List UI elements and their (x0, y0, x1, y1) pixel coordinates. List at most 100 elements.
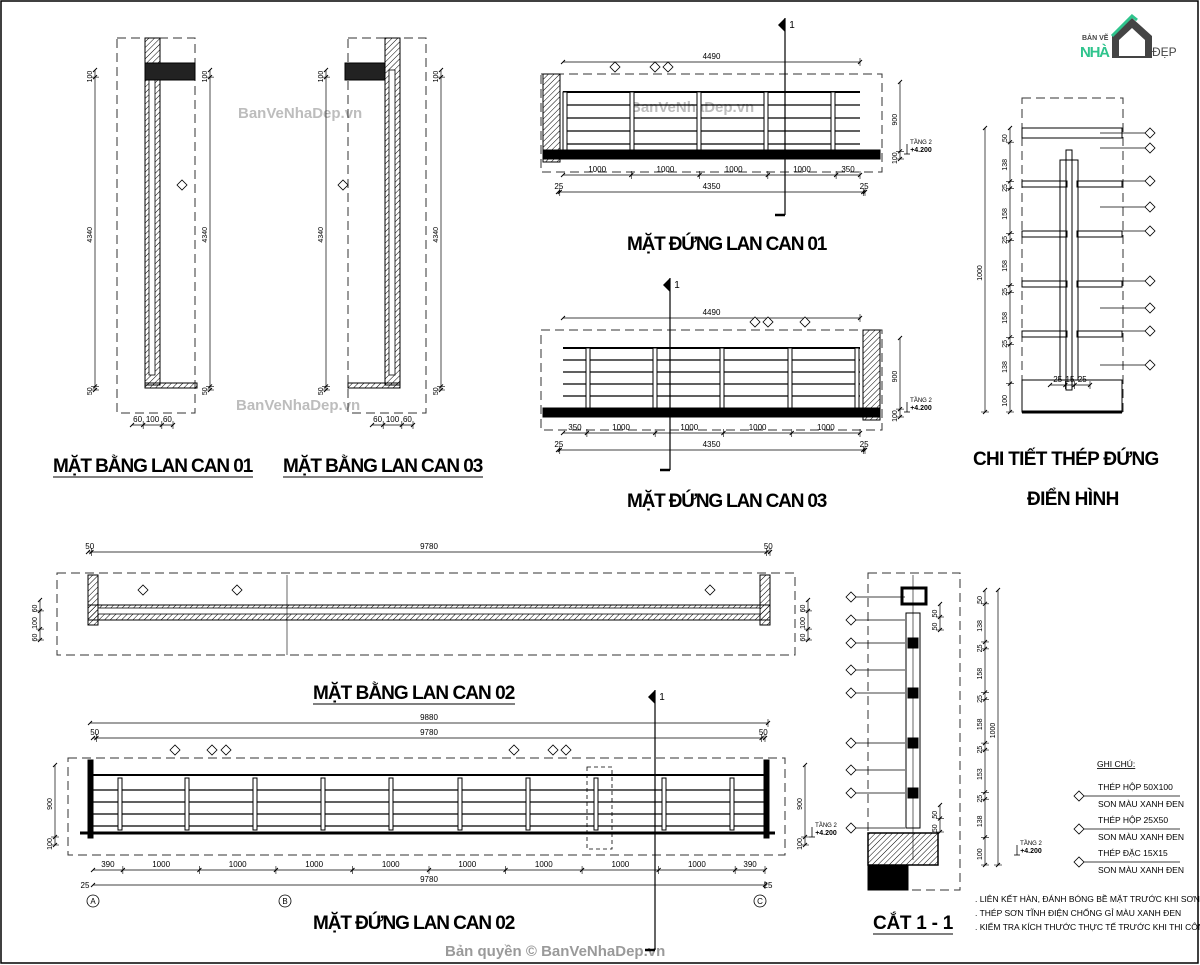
dimension-label: 390 (743, 860, 757, 869)
dimension-label: 900 (797, 798, 804, 810)
vertical-post (719, 347, 725, 409)
dimension-tick (90, 882, 96, 888)
material-tag-icon (220, 744, 232, 756)
dimension-tick (802, 762, 808, 768)
dimension-label: 4340 (87, 227, 94, 243)
horizontal-bar-section (907, 787, 919, 799)
material-tag-icon (169, 744, 181, 756)
dimension-label: 100 (433, 71, 440, 83)
material-tag-icon (845, 737, 857, 749)
note-line: . LIÊN KẾT HÀN, ĐÁNH BÓNG BỀ MẶT TRƯỚC K… (975, 894, 1200, 904)
dimension-tick (789, 430, 795, 436)
dimension-label: 1000 (458, 860, 476, 869)
horizontal-bar (1021, 330, 1068, 338)
dimension-label: 100 (386, 415, 400, 424)
dimension-label: 100 (797, 838, 804, 850)
dimension-label: 1000 (817, 423, 835, 432)
level-value: +4.200 (815, 830, 837, 837)
level-name: TẦNG 2 (815, 822, 837, 829)
horizontal-bar-section (907, 737, 919, 749)
dimension-label: 1000 (305, 860, 323, 869)
dimension-tick (628, 172, 634, 178)
horizontal-bar (1021, 280, 1068, 288)
vertical-post (830, 91, 836, 151)
vertical-post (696, 91, 702, 151)
dimension-tick (982, 601, 988, 607)
dimension-tick (560, 430, 566, 436)
vertical-post (562, 91, 568, 151)
dimension-label: 50 (85, 542, 94, 551)
material-tag-icon (231, 584, 243, 596)
material-tag-icon (609, 61, 621, 73)
legend-finish: SON MÀU XANH ĐEN (1098, 865, 1184, 875)
dimension-tick (94, 735, 99, 741)
dimension-label: 100 (47, 838, 54, 850)
dashed-boundary (540, 329, 883, 431)
dimension-label: 4340 (433, 227, 440, 243)
section-arrow-icon (663, 278, 670, 292)
dimension-tick (759, 735, 764, 741)
dimension-label: 900 (47, 798, 54, 810)
level-value: +4.200 (910, 147, 932, 154)
dashed-boundary (116, 37, 196, 414)
dimension-tick (802, 834, 808, 840)
dimension-tick (323, 387, 329, 393)
end-post (763, 759, 770, 839)
dimension-tick (85, 549, 91, 555)
dimension-tick (697, 172, 702, 178)
material-tag-icon (176, 179, 188, 191)
material-tag-icon (337, 179, 349, 191)
dimension-label: 50 (764, 542, 773, 551)
dimension-tick (1007, 231, 1013, 236)
dimension-tick (89, 549, 94, 555)
dimension-label: 100 (1002, 395, 1009, 407)
horizontal-bar (1076, 230, 1123, 238)
dimension-tick (982, 125, 988, 131)
dimension-label: 50 (433, 387, 440, 395)
vertical-post (629, 91, 635, 151)
dimension-tick (897, 79, 903, 85)
title-plan-01: MẶT BẰNG LAN CAN 01 (53, 455, 254, 477)
dimension-tick (584, 430, 590, 436)
dimension-label: 1000 (749, 423, 767, 432)
legend-material: THÉP ĐẶC 15X15 (1098, 848, 1168, 858)
vertical-post (652, 347, 658, 409)
dimension-tick (426, 867, 432, 873)
vertical-post (320, 777, 326, 831)
dimension-tick (92, 384, 98, 389)
floor-slab (542, 149, 881, 160)
dimension-tick (656, 867, 661, 873)
dimension-tick (37, 597, 43, 603)
dimension-tick (410, 422, 416, 428)
material-tag-icon (845, 822, 857, 834)
dimension-tick (857, 315, 863, 321)
dimension-tick (1007, 342, 1013, 347)
dimension-tick (52, 834, 58, 840)
dimension-label: 138 (1002, 159, 1009, 171)
dimension-tick (762, 735, 768, 741)
grid-label: B (282, 897, 287, 906)
grid-label: C (757, 897, 763, 906)
watermark: BanVeNhaDep.vn (238, 105, 362, 122)
title-section-1-1: CẮT 1 - 1 (873, 912, 954, 934)
dashed-boundary (56, 572, 796, 656)
dimension-tick (560, 315, 566, 321)
dimension-tick (762, 882, 768, 888)
grid-bubble (753, 894, 767, 908)
level-value: +4.200 (910, 405, 932, 412)
dimension-tick (982, 646, 988, 652)
vertical-post (593, 777, 599, 831)
dimension-tick (1007, 186, 1013, 191)
dimension-tick (87, 720, 93, 726)
dimension-tick (897, 148, 903, 154)
dimension-tick (92, 387, 98, 393)
material-tag-icon (799, 316, 811, 328)
vertical-post (388, 777, 394, 831)
vertical-post (184, 777, 190, 831)
dimension-tick (802, 842, 808, 848)
level-name: TẦNG 2 (910, 139, 932, 146)
dimension-label: 25 (81, 881, 90, 890)
vertical-post (525, 777, 531, 831)
legend-finish: SON MÀU XANH ĐEN (1098, 832, 1184, 842)
